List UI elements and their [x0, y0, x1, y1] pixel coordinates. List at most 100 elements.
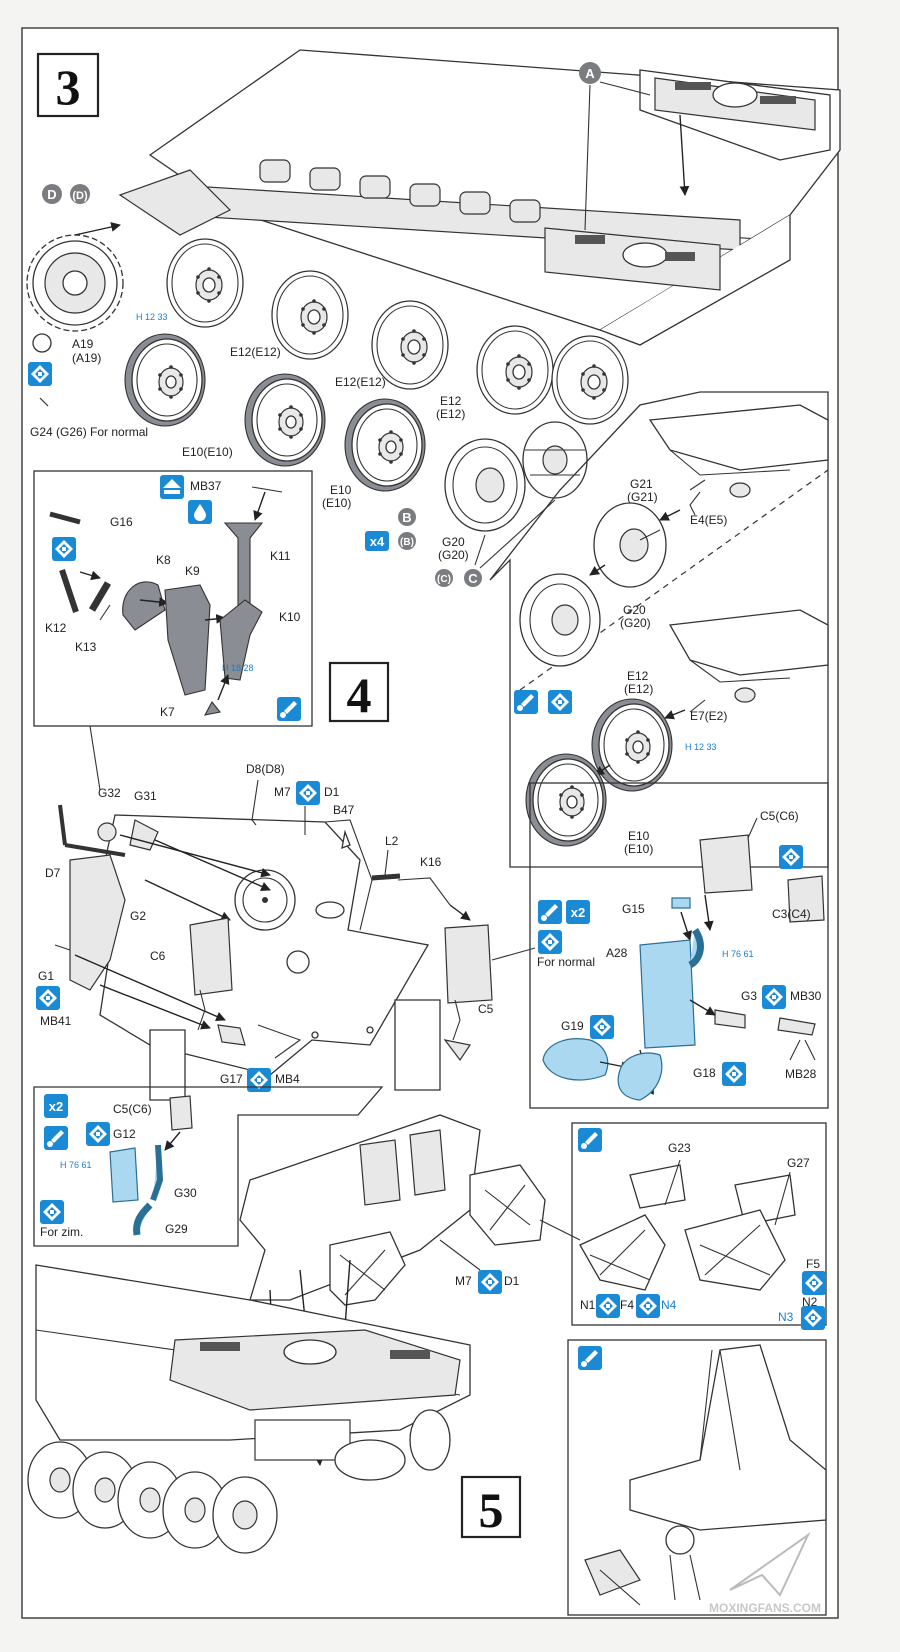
- engine-deck-part-a: [639, 69, 831, 161]
- label-n4: N4: [661, 1298, 677, 1312]
- label-mb41: MB41: [40, 1014, 72, 1028]
- label-e10-1: E10(E10): [182, 445, 233, 459]
- glue-icon: [802, 1271, 826, 1295]
- label-a19-paren: (A19): [72, 351, 101, 365]
- label-c5: C5: [478, 1002, 494, 1016]
- label-g23: G23: [668, 1141, 691, 1155]
- label-g1: G1: [38, 969, 54, 983]
- glue-icon: [636, 1294, 660, 1318]
- label-g30: G30: [174, 1186, 197, 1200]
- zim-detail-inset: x2 C5(C6) G12 H 76 61 G30 For zim. G29: [33, 1086, 384, 1247]
- glue-icon: [247, 1068, 271, 1092]
- label-m7b: M7: [455, 1274, 472, 1288]
- label-g17: G17: [220, 1072, 243, 1086]
- label-g29: G29: [165, 1222, 188, 1236]
- label-g32: G32: [98, 786, 121, 800]
- part-c5c6: [699, 834, 753, 894]
- glue-icon: [296, 781, 320, 805]
- label-hull-color-4: H 76 61: [722, 949, 754, 959]
- label-k11: K11: [270, 549, 291, 563]
- x2-badge: [44, 1094, 68, 1118]
- callout-x2: x2: [571, 905, 585, 920]
- callout-c-paren-badge: [435, 569, 453, 587]
- idler-hub: [522, 421, 588, 499]
- callout-d-badge: [42, 184, 62, 204]
- part-g16: [49, 511, 81, 525]
- part-g24: [39, 397, 49, 407]
- step-5: 5: [27, 1264, 827, 1616]
- part-g18: [617, 1052, 663, 1101]
- part-a19: [32, 333, 52, 353]
- label-hull-color-5: H 76 61: [60, 1160, 92, 1170]
- muffler-detail-inset: C5(C6) C3(C4) x2 G15 For normal A28 H 76…: [529, 782, 829, 1109]
- glue-icon: [596, 1294, 620, 1318]
- step-4: MB37 K11 G16 K12 K13 K8 K9 K10 H 18 28 K…: [33, 470, 536, 1101]
- label-hull-color-2: H 12 33: [685, 742, 717, 752]
- label-l2: L2: [385, 834, 399, 848]
- glue-icon: [779, 845, 803, 869]
- part-g32: [97, 822, 117, 842]
- label-e12-4a: E12: [627, 669, 649, 683]
- label-mb4: MB4: [275, 1072, 300, 1086]
- sprocket-wheel: [26, 234, 124, 332]
- label-e10-2b: (E10): [322, 496, 351, 510]
- label-for-zim: For zim.: [40, 1225, 83, 1239]
- part-k9: [164, 584, 211, 696]
- label-c5c6: C5(C6): [760, 809, 799, 823]
- label-k12: K12: [45, 621, 67, 635]
- wheel-detail-inset: G21 (G21) E4(E5) G20 (G20) E12 (E12) E7(…: [489, 391, 829, 868]
- idler-g20: [444, 438, 526, 532]
- label-hull-color-1: H 12 33: [136, 312, 168, 322]
- callout-d-paren: (D): [72, 190, 88, 202]
- suspension-arms: [259, 159, 541, 223]
- label-mb30: MB30: [790, 989, 822, 1003]
- label-g24: G24 (G26) For normal: [30, 425, 148, 439]
- label-g20-a: G20: [442, 535, 465, 549]
- label-e12-1: E12(E12): [230, 345, 281, 359]
- label-a28: A28: [606, 946, 628, 960]
- label-g18: G18: [693, 1066, 716, 1080]
- label-g16: G16: [110, 515, 133, 529]
- part-g29: [133, 1202, 153, 1236]
- label-e4e5: E4(E5): [690, 513, 727, 527]
- paint-icon: [514, 690, 538, 714]
- part-k16: [397, 877, 451, 906]
- label-g21-b: (G21): [627, 490, 658, 504]
- label-d1: D1: [324, 785, 340, 799]
- label-d1b: D1: [504, 1274, 520, 1288]
- tool-detail-inset: [33, 470, 313, 727]
- label-g27: G27: [787, 1156, 810, 1170]
- glue-icon: [52, 537, 76, 561]
- step-5-number: 5: [479, 1482, 504, 1538]
- callout-d-paren-badge: [70, 184, 90, 204]
- label-g15: G15: [622, 902, 645, 916]
- callout-b-paren-badge: [398, 532, 416, 550]
- part-g31: [129, 819, 159, 851]
- part-k7: [203, 701, 221, 716]
- label-a19: A19: [72, 337, 94, 351]
- x2-badge: [566, 900, 590, 924]
- detail-idler-g20: [519, 573, 601, 667]
- part-g2-assembly: [69, 854, 126, 991]
- label-e10-3b: (E10): [624, 842, 653, 856]
- label-k10: K10: [279, 610, 301, 624]
- label-e12-3a: E12: [440, 394, 462, 408]
- label-e12-4b: (E12): [624, 682, 653, 696]
- label-e12-3b: (E12): [436, 407, 465, 421]
- callout-c-badge: [464, 569, 482, 587]
- label-g20-b: (G20): [438, 548, 469, 562]
- glue-icon: [478, 1270, 502, 1294]
- label-mb37: MB37: [190, 479, 222, 493]
- label-n3: N3: [778, 1310, 794, 1324]
- label-g21-a: G21: [630, 477, 653, 491]
- label-g31: G31: [134, 789, 157, 803]
- label-m7: M7: [274, 785, 291, 799]
- glue-icon: [28, 362, 52, 386]
- part-d7: [58, 804, 67, 846]
- glue-icon: [36, 986, 60, 1010]
- label-g20-d: (G20): [620, 616, 651, 630]
- label-g12: G12: [113, 1127, 136, 1141]
- callout-x2b: x2: [49, 1099, 63, 1114]
- label-k13: K13: [75, 640, 97, 654]
